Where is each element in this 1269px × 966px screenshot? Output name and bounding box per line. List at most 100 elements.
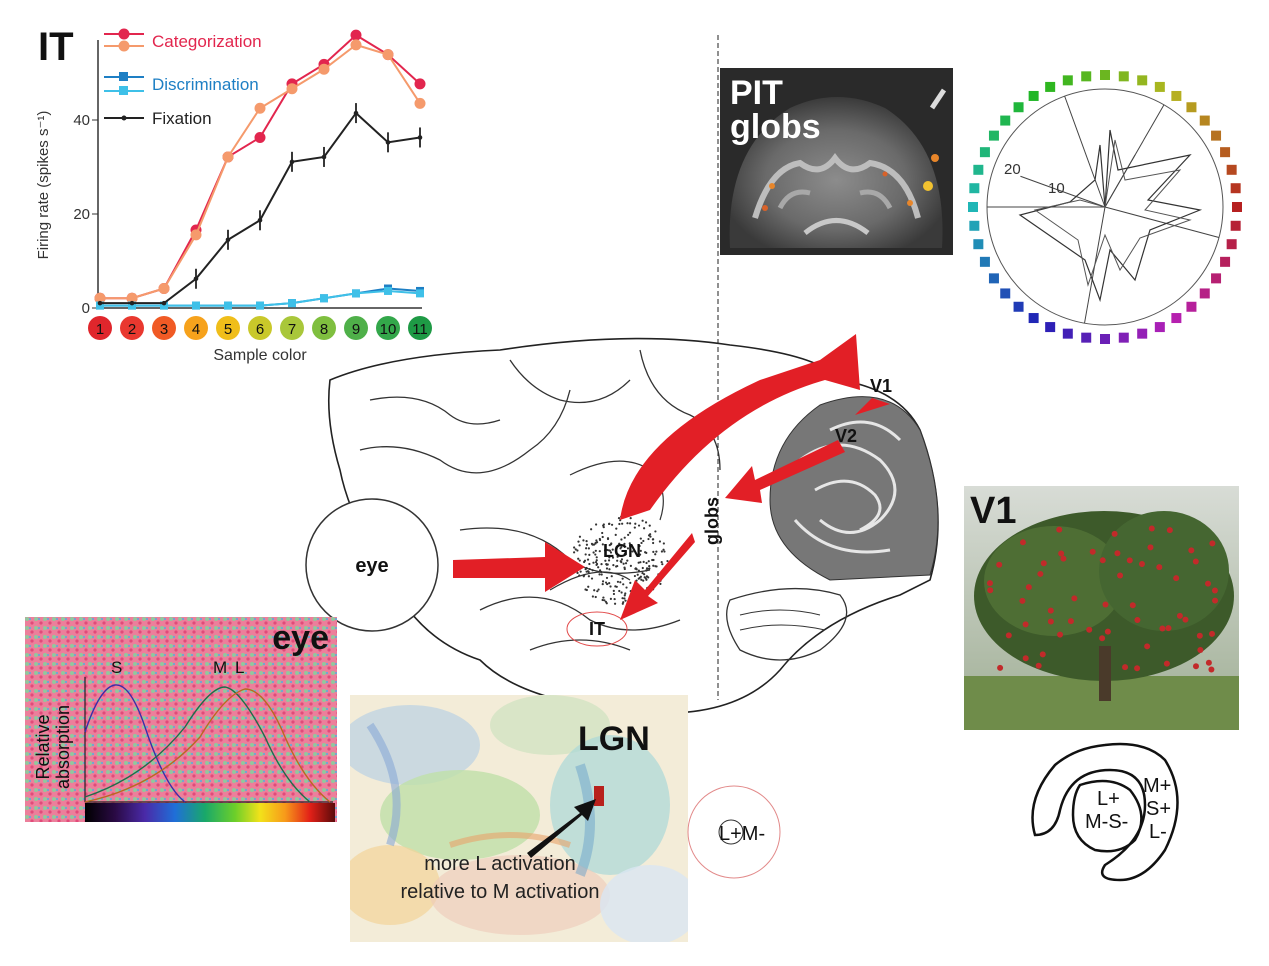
lgn-dot <box>623 597 626 600</box>
lgn-dot <box>613 602 617 605</box>
hue-swatch-42 <box>1062 75 1073 86</box>
lgn-dot <box>591 595 594 598</box>
hue-swatch-39 <box>1013 102 1024 113</box>
lgn-dot <box>585 547 588 550</box>
lgn-dot <box>594 523 598 526</box>
lgn-dot <box>594 595 597 599</box>
lgn-dot <box>594 561 598 564</box>
series-3-point-5 <box>256 301 264 310</box>
arrow-v2-to-globs <box>725 440 845 503</box>
apple <box>1019 597 1026 604</box>
lgn-dot <box>578 574 581 577</box>
lgn-dot <box>654 553 657 556</box>
lgn-dot <box>602 596 605 599</box>
lgn-dot <box>601 583 604 586</box>
lgn-dot <box>615 565 618 568</box>
series-3-point-4 <box>224 301 232 310</box>
lgn-dot <box>573 546 576 549</box>
apple <box>1165 625 1172 632</box>
l-minus-label: L- <box>1149 821 1167 843</box>
lgn-dot <box>652 538 655 541</box>
lgn-dot <box>633 574 637 578</box>
apple <box>1089 548 1096 555</box>
polar-spoke-5 <box>1064 95 1106 208</box>
apple <box>1057 631 1064 638</box>
hue-swatch-20 <box>1137 328 1148 339</box>
lgn-dot <box>592 561 595 564</box>
series-1-point-3 <box>190 229 202 241</box>
s-cone-curve <box>84 684 186 803</box>
lgn-dot <box>584 553 587 556</box>
hue-swatch-15 <box>1211 273 1222 284</box>
lgn-dot <box>611 556 615 559</box>
hue-swatch-9 <box>1226 164 1237 175</box>
apple <box>1197 647 1204 654</box>
lgn-dot <box>597 588 600 591</box>
it-region-label: IT <box>589 619 605 639</box>
lgn-dot <box>605 576 609 580</box>
series-line-1 <box>100 43 421 300</box>
hue-swatch-34 <box>969 183 980 194</box>
lgn-dot <box>590 577 594 580</box>
lgn-dot <box>604 581 608 584</box>
lgn-dot <box>621 602 624 605</box>
apple <box>1117 572 1124 579</box>
series-0-point-8 <box>350 29 362 41</box>
lgn-dot <box>573 551 576 554</box>
lgn-dot <box>634 522 637 525</box>
sample-color-2 <box>120 316 144 340</box>
apple <box>1188 547 1195 554</box>
apple <box>1047 607 1054 614</box>
apple <box>1173 575 1180 582</box>
apple <box>1025 584 1032 591</box>
lgn-dot <box>582 575 585 578</box>
arrow-v1-to-v2 <box>855 398 890 415</box>
apple <box>1071 595 1078 602</box>
lgn-dot <box>620 545 623 549</box>
series-0-point-10 <box>414 78 426 90</box>
sample-color-label-7: 7 <box>288 321 296 338</box>
hue-swatch-1 <box>1118 71 1129 82</box>
lgn-dot <box>623 594 626 597</box>
v1-double-opponent-field: L+ M-S- M+ S+ L- <box>1031 742 1179 882</box>
apple <box>1129 602 1136 609</box>
lgn-dot <box>608 544 611 547</box>
lgn-dot <box>619 581 622 584</box>
arrow-v1-to-it-curve <box>620 334 860 520</box>
lgn-panel-label: LGN <box>578 720 650 758</box>
lgn-dot <box>606 582 609 586</box>
lgn-dot <box>622 583 625 586</box>
lgn-dot <box>616 580 620 583</box>
lgn-dot <box>576 549 579 552</box>
lgn-dot <box>621 597 624 600</box>
sample-color-label-3: 3 <box>160 321 168 338</box>
lgn-dot <box>642 539 645 543</box>
lgn-dot <box>640 541 643 545</box>
lgn-dot <box>616 559 619 562</box>
series-3-point-9 <box>384 286 392 295</box>
hue-swatch-36 <box>979 147 990 158</box>
lgn-dot <box>642 579 645 582</box>
series-3-point-6 <box>288 299 296 308</box>
apple <box>1144 643 1151 650</box>
spectrum-bar <box>85 803 335 822</box>
apple <box>1205 659 1212 666</box>
lgn-dot <box>645 567 649 570</box>
apple <box>1209 630 1216 637</box>
y-tick-40: 40 <box>73 112 90 129</box>
hue-swatch-13 <box>1226 239 1237 250</box>
sample-color-label-4: 4 <box>192 321 200 338</box>
lgn-dot <box>639 561 642 564</box>
lgn-dot <box>637 577 640 580</box>
lgn-dot <box>620 561 623 564</box>
lgn-dot <box>658 540 662 543</box>
lgn-dot <box>612 589 615 593</box>
lgn-dot <box>609 551 613 554</box>
lgn-painting-panel: LGN more L activation relative to M acti… <box>350 695 688 942</box>
lgn-dot <box>594 542 597 545</box>
lgn-dot <box>621 577 624 580</box>
lgn-dot <box>582 539 585 542</box>
apple <box>1147 544 1154 551</box>
lgn-dot <box>637 524 641 527</box>
